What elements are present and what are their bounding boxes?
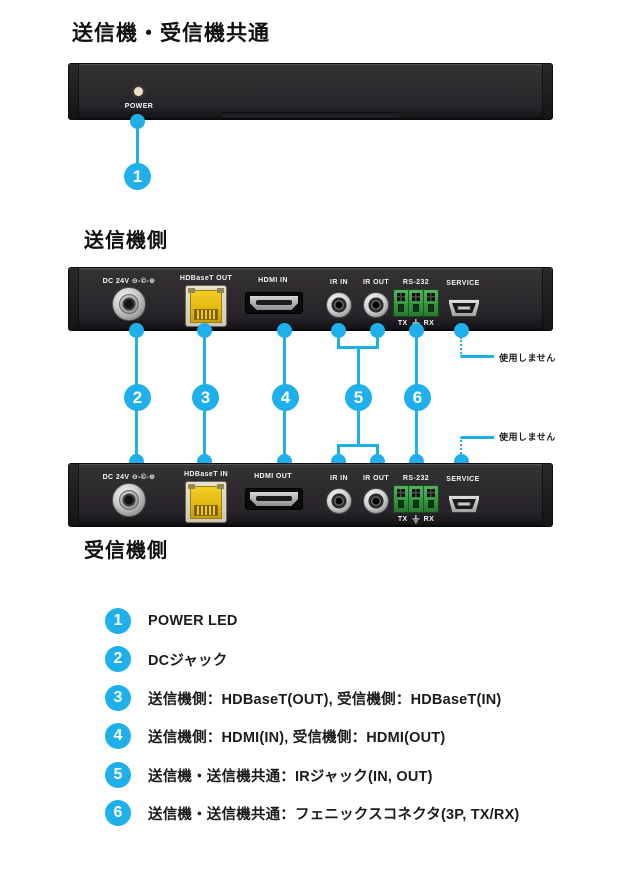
- ir-out-label: IR OUT: [362, 475, 390, 482]
- legend-text-4: 送信機側：HDMI(IN), 受信機側：HDMI(OUT): [148, 729, 446, 746]
- callout-line-1: [136, 121, 139, 171]
- callout-5-bracket-top-right: [376, 330, 379, 348]
- mini-usb-icon: [448, 299, 480, 317]
- callout-circle-2: 2: [124, 384, 151, 411]
- rs232-label: RS-232: [402, 475, 430, 482]
- callout-circle-3: 3: [192, 384, 219, 411]
- dc-port-label: DC 24V ⊖-©-⊕: [102, 278, 156, 285]
- service-elbow-horizontal-bottom: [461, 436, 494, 439]
- phoenix-connector-icon: [393, 289, 439, 317]
- not-used-label-top: 使用しません: [499, 353, 556, 363]
- section-title-transmitter: 送信機側: [84, 230, 168, 252]
- not-used-label-bottom: 使用しません: [499, 432, 556, 442]
- legend-text-1: POWER LED: [148, 613, 238, 629]
- legend-text-6: 送信機・送信機共通：フェニックスコネクタ(3P, TX/RX): [148, 806, 520, 823]
- legend-text-2: DCジャック: [148, 652, 228, 669]
- ir-in-label: IR IN: [330, 279, 348, 286]
- hdmi-port-icon: [245, 488, 303, 510]
- ir-out-jack-icon: [363, 488, 389, 514]
- legend-item-6: 6 送信機・送信機共通：フェニックスコネクタ(3P, TX/RX): [105, 800, 519, 826]
- callout-5-bracket-bottom-left: [337, 444, 340, 462]
- power-led-icon: [134, 87, 143, 96]
- legend-item-4: 4 送信機側：HDMI(IN), 受信機側：HDMI(OUT): [105, 723, 445, 749]
- rx-label: RX: [423, 320, 435, 327]
- service-elbow-vertical-top: [460, 337, 462, 357]
- hdbaset-port-label: HDBaseT IN: [183, 471, 229, 478]
- callout-5-bracket-top-left: [337, 330, 340, 348]
- front-panel-common: POWER: [68, 63, 553, 120]
- legend-number-1: 1: [105, 608, 131, 634]
- hdbaset-rj45-icon: [185, 481, 227, 523]
- transmitter-panel: DC 24V ⊖-©-⊕ HDBaseT OUT HDMI IN IR IN I…: [68, 267, 553, 331]
- rx-label: RX: [423, 516, 435, 523]
- legend-text-5: 送信機・送信機共通：IRジャック(IN, OUT): [148, 768, 433, 785]
- hdmi-port-icon: [245, 292, 303, 314]
- panel-right-edge: [542, 64, 552, 119]
- dc-jack-icon: [112, 483, 146, 517]
- panel-left-edge: [69, 464, 79, 526]
- ir-in-label: IR IN: [330, 475, 348, 482]
- ir-in-jack-icon: [326, 292, 352, 318]
- section-title-common: 送信機・受信機共通: [72, 22, 270, 45]
- panel-left-edge: [69, 268, 79, 330]
- legend-number-3: 3: [105, 685, 131, 711]
- ir-out-jack-icon: [363, 292, 389, 318]
- legend-number-6: 6: [105, 800, 131, 826]
- hdbaset-rj45-icon: [185, 285, 227, 327]
- ir-in-jack-icon: [326, 488, 352, 514]
- power-label: POWER: [124, 103, 154, 110]
- service-elbow-vertical-bottom: [460, 437, 462, 457]
- section-title-receiver: 受信機側: [84, 540, 168, 562]
- callout-5-bracket-bottom-right: [376, 444, 379, 462]
- hdbaset-port-label: HDBaseT OUT: [179, 275, 233, 282]
- callout-circle-4: 4: [272, 384, 299, 411]
- mini-usb-icon: [448, 495, 480, 513]
- ir-out-label: IR OUT: [362, 279, 390, 286]
- legend-number-4: 4: [105, 723, 131, 749]
- panel-notch: [220, 112, 401, 117]
- tx-label: TX: [397, 320, 408, 327]
- callout-dot-service-top: [454, 323, 469, 338]
- callout-5-bracket-bottom-bar: [337, 444, 379, 447]
- legend-number-5: 5: [105, 762, 131, 788]
- legend-item-2: 2 DCジャック: [105, 646, 227, 672]
- panel-left-edge: [69, 64, 79, 119]
- legend-number-2: 2: [105, 646, 131, 672]
- tx-label: TX: [397, 516, 408, 523]
- rs232-label: RS-232: [402, 279, 430, 286]
- legend-item-3: 3 送信機側：HDBaseT(OUT), 受信機側：HDBaseT(IN): [105, 685, 501, 711]
- callout-circle-1: 1: [124, 163, 151, 190]
- callout-5-stem-bottom: [357, 397, 360, 447]
- hdmi-port-label: HDMI IN: [258, 277, 288, 284]
- legend-item-1: 1 POWER LED: [105, 608, 238, 634]
- service-label: SERVICE: [446, 476, 480, 483]
- txrx-label-row: TX RX: [398, 515, 434, 524]
- service-label: SERVICE: [446, 280, 480, 287]
- dc-jack-icon: [112, 287, 146, 321]
- service-elbow-horizontal-top: [461, 355, 494, 358]
- legend-item-5: 5 送信機・送信機共通：IRジャック(IN, OUT): [105, 762, 433, 788]
- callout-circle-5: 5: [345, 384, 372, 411]
- receiver-panel: DC 24V ⊖-©-⊕ HDBaseT IN HDMI OUT IR IN I…: [68, 463, 553, 527]
- panel-right-edge: [542, 464, 552, 526]
- panel-right-edge: [542, 268, 552, 330]
- hdmi-port-label: HDMI OUT: [254, 473, 292, 480]
- legend-text-3: 送信機側：HDBaseT(OUT), 受信機側：HDBaseT(IN): [148, 691, 502, 708]
- dc-port-label: DC 24V ⊖-©-⊕: [102, 474, 156, 481]
- callout-circle-6: 6: [404, 384, 431, 411]
- ground-icon: [412, 515, 420, 524]
- phoenix-connector-icon: [393, 485, 439, 513]
- callout-5-stem-top: [357, 346, 360, 398]
